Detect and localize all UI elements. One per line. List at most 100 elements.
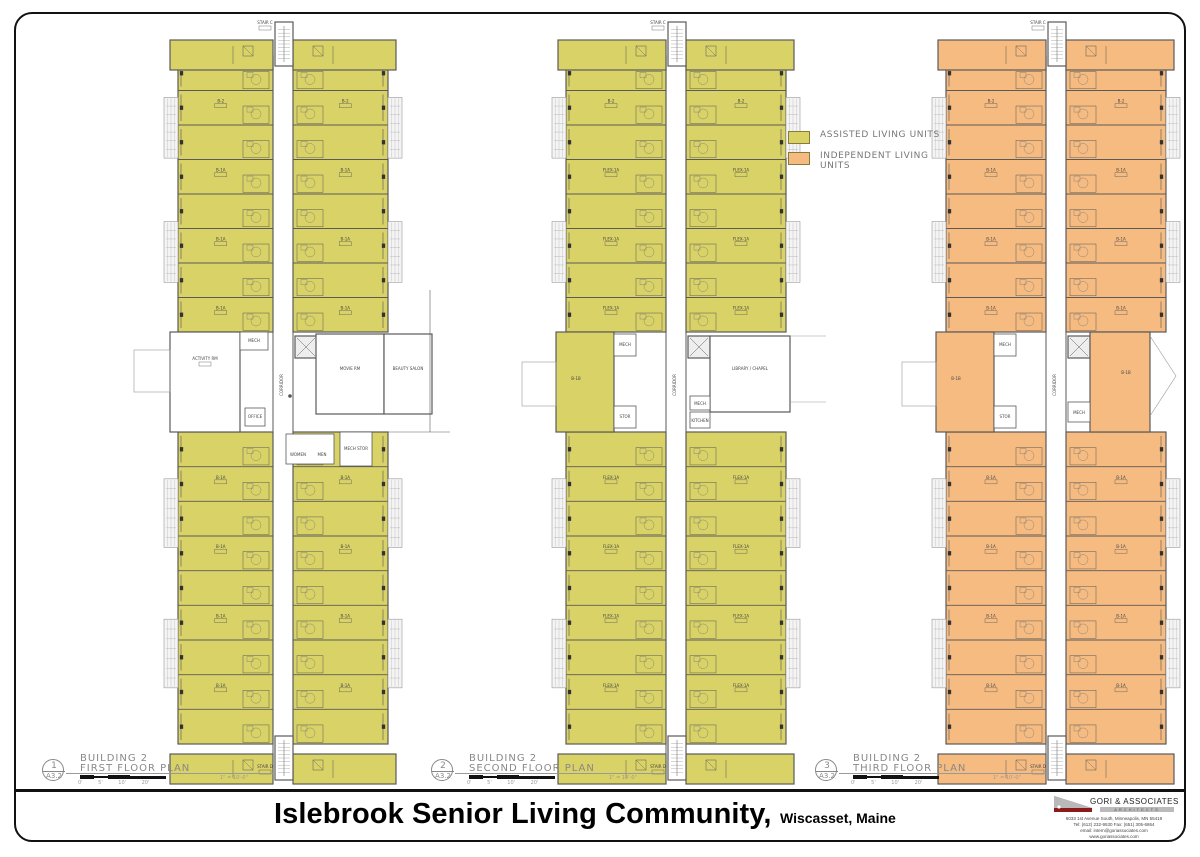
svg-text:FLEX-1A: FLEX-1A	[733, 613, 750, 618]
balcony-icon	[785, 618, 801, 689]
apartment-unit	[1069, 129, 1164, 159]
assisted-swatch-icon	[788, 131, 810, 144]
apartment-unit	[947, 505, 1043, 535]
apartment-unit	[296, 129, 386, 159]
balcony-left	[521, 361, 557, 407]
caption-rule	[455, 773, 665, 774]
svg-text:B-1A: B-1A	[341, 237, 351, 242]
apartment-unit	[296, 505, 386, 535]
svg-text:MECH: MECH	[999, 342, 1011, 347]
end-unit-right	[292, 753, 397, 785]
apartment-unit: FLEX-1A	[689, 232, 784, 262]
side-unit-right	[1089, 331, 1151, 433]
plan-number-bubble: 3 A3.2	[815, 759, 838, 781]
firm-logo-block: GORI & ASSOCIATES ARCHITECTS 6033 1st Av…	[1054, 796, 1178, 840]
balcony-icon	[387, 478, 403, 548]
apartment-unit: B-1A	[1069, 609, 1164, 639]
end-unit-right	[685, 753, 795, 785]
svg-text:FLEX-1A: FLEX-1A	[733, 168, 750, 173]
svg-text:B-1A: B-1A	[216, 544, 226, 549]
unit-legend: ASSISTED LIVING UNITS INDEPENDENT LIVING…	[788, 130, 940, 178]
sheet-ref: A3.2	[816, 771, 838, 780]
apartment-unit: B-1A	[296, 232, 386, 262]
svg-text:B-1A: B-1A	[1116, 683, 1126, 688]
stair-icon	[1047, 21, 1067, 67]
balcony-icon	[931, 618, 947, 689]
apartment-unit	[567, 129, 663, 159]
svg-text:FLEX-1A: FLEX-1A	[733, 683, 750, 688]
apartment-unit: FLEX-1A	[567, 678, 663, 708]
svg-text:FLEX-1A: FLEX-1A	[603, 168, 620, 173]
svg-text:B-1B: B-1B	[951, 376, 961, 381]
apartment-unit: FLEX-1A	[567, 301, 663, 331]
apartment-unit: B-2	[947, 94, 1043, 124]
plan-floor-label: FIRST FLOOR PLAN	[80, 763, 191, 774]
svg-text:B-1A: B-1A	[986, 306, 996, 311]
firm-website: www.goriassociates.com	[1089, 834, 1139, 839]
apartment-unit: B-1A	[947, 678, 1043, 708]
plan-number: 3	[824, 761, 830, 771]
apartment-unit	[179, 505, 270, 535]
svg-text:B-1A: B-1A	[986, 544, 996, 549]
svg-text:STAIR D: STAIR D	[1030, 764, 1046, 769]
apartment-unit: B-2	[179, 94, 270, 124]
mech-room-b	[689, 395, 711, 411]
activity-room	[169, 331, 241, 433]
svg-text:B-1A: B-1A	[216, 683, 226, 688]
firm-email: email: intern@goriassociates.com	[1080, 828, 1148, 833]
project-name: Islebrook Senior Living Community,	[274, 798, 772, 830]
svg-text:CORRIDOR: CORRIDOR	[672, 374, 677, 396]
svg-text:MECH: MECH	[619, 342, 631, 347]
plan-building-label: BUILDING 2	[469, 753, 538, 764]
svg-text:FLEX-1A: FLEX-1A	[603, 613, 620, 618]
apartment-unit	[179, 198, 270, 228]
svg-text:B-1A: B-1A	[1116, 168, 1126, 173]
apartment-unit: B-1A	[296, 540, 386, 570]
balcony-icon	[931, 97, 947, 159]
apartment-unit: FLEX-1A	[567, 540, 663, 570]
scale-bar-icon	[853, 775, 939, 779]
apartment-unit: B-1A	[1069, 301, 1164, 331]
apartment-unit	[689, 505, 784, 535]
firm-logo-icon	[1054, 796, 1092, 812]
svg-text:B-1A: B-1A	[341, 544, 351, 549]
balcony-icon	[163, 478, 179, 548]
movie-room	[315, 333, 385, 415]
unit-block-left	[177, 431, 274, 745]
svg-text:BEAUTY SALON: BEAUTY SALON	[393, 366, 424, 371]
apartment-unit	[567, 436, 663, 466]
apartment-unit: B-1A	[947, 301, 1043, 331]
apartment-unit	[567, 574, 663, 604]
svg-text:B-1A: B-1A	[341, 168, 351, 173]
mech-room	[993, 333, 1017, 357]
apartment-unit	[947, 574, 1043, 604]
svg-text:B-1A: B-1A	[986, 475, 996, 480]
project-location: Wiscasset, Maine	[780, 810, 896, 826]
apartment-unit: B-1A	[947, 609, 1043, 639]
svg-text:FLEX-1A: FLEX-1A	[603, 475, 620, 480]
stair-icon	[274, 735, 294, 781]
apartment-unit	[179, 129, 270, 159]
firm-address: 6033 1st Avenue South, Minneapolis, MN 5…	[1065, 816, 1163, 821]
apartment-unit	[179, 644, 270, 674]
firm-tagline: ARCHITECTS	[1100, 807, 1174, 812]
svg-text:B-1A: B-1A	[341, 683, 351, 688]
end-unit-left	[557, 39, 667, 71]
balcony-icon	[551, 618, 567, 689]
apartment-unit: B-2	[1069, 94, 1164, 124]
svg-text:MECH: MECH	[248, 338, 260, 343]
stair-icon	[667, 735, 687, 781]
apartment-unit	[296, 267, 386, 297]
apartment-unit	[567, 644, 663, 674]
svg-text:B-2: B-2	[1118, 99, 1125, 104]
balcony-icon	[551, 478, 567, 548]
svg-text:B-1A: B-1A	[1116, 544, 1126, 549]
svg-text:LIBRARY / CHAPEL: LIBRARY / CHAPEL	[732, 366, 769, 371]
kitchen	[689, 411, 711, 429]
